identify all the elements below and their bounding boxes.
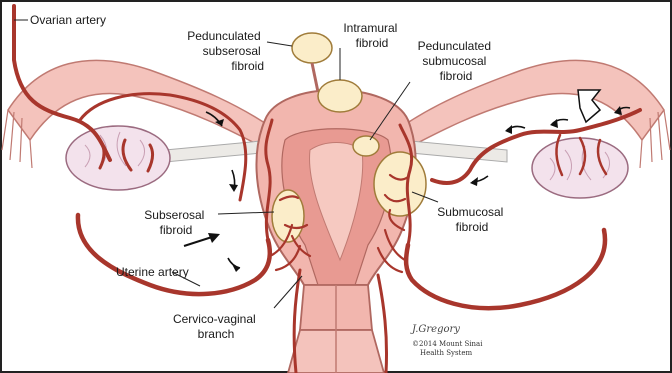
arrowhead-left-mid <box>229 184 238 192</box>
right-ovary <box>532 138 628 198</box>
arrowhead-right-4 <box>470 177 478 186</box>
artist-signature: J.Gregory <box>410 324 460 335</box>
intramural-fibroid <box>318 80 362 112</box>
label-intramural: Intramural fibroid <box>343 21 400 50</box>
left-ovary <box>66 126 170 190</box>
label-pedunculated-subserosal: Pedunculated subserosal fibroid <box>187 29 264 73</box>
right-fallopian-tube <box>397 60 664 150</box>
right-uterine-artery <box>406 230 605 308</box>
pedunculated-subserosal-fibroid <box>292 33 332 63</box>
injection-outline-arrow <box>578 90 600 122</box>
credit-line-1: ©2014 Mount Sinai <box>412 340 483 348</box>
label-subserosal: Subserosal fibroid <box>144 208 207 237</box>
label-pedunculated-submucosal: Pedunculated submucosal fibroid <box>418 39 495 83</box>
credit-line-2: Health System <box>420 349 473 357</box>
subserosal-stalk <box>312 63 318 92</box>
label-uterine-artery: Uterine artery <box>116 265 189 279</box>
pedunculated-submucosal-fibroid <box>353 136 379 156</box>
label-cervico-vaginal: Cervico-vaginal branch <box>173 312 259 341</box>
label-submucosal: Submucosal fibroid <box>437 205 506 234</box>
submucosal-fibroid <box>374 152 426 216</box>
label-ovarian-artery: Ovarian artery <box>30 13 106 27</box>
arrowhead-right-1 <box>505 125 512 134</box>
arrowhead-left-low <box>232 264 240 272</box>
arrowhead-right-2 <box>550 119 558 128</box>
